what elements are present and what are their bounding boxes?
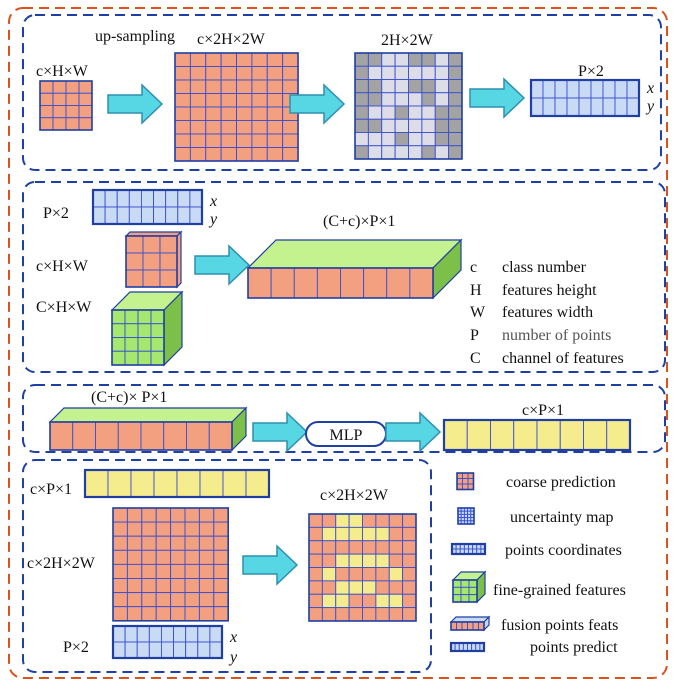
p2-notation-legend: c class number H features height W featu… [470,259,624,367]
p4-output-grid [308,513,417,622]
p1-points-strip [529,78,641,118]
p2-y-label: y [208,211,218,228]
p4-x-label: x [229,629,237,646]
p1-x-label: x [646,80,654,97]
p4-points-label: P×2 [63,639,89,656]
legend-label: uncertainty map [510,509,614,526]
p2-notation-symbol: C [470,350,481,367]
p2-fine-label: C×H×W [36,299,92,316]
p2-notation-symbol: H [470,282,482,299]
p4-coarse-grid [112,507,229,622]
points-predict-icon [449,641,486,653]
p1-y-label: y [645,98,655,115]
p2-points-strip [91,188,204,226]
legend-label: fine-grained features [493,582,626,599]
p2-coarse-cube [124,230,183,289]
p2-fused-label: (C+c)×P×1 [323,213,395,230]
legend-label: points coordinates [505,542,622,559]
p2-coarse-label: c×H×W [36,258,89,275]
p2-notation-symbol: c [470,259,477,276]
mlp-label: MLP [330,427,363,444]
coarse-prediction-icon [456,472,475,491]
p1-uncertainty-label: 2H×2W [381,32,434,49]
p2-x-label: x [209,193,217,210]
p3-arrow-1 [252,412,308,452]
panel-mlp-frame [22,384,666,453]
p1-upsampled-label: c×2H×2W [197,31,266,48]
p1-arrow-3 [469,78,525,118]
mlp-block: MLP [305,421,387,447]
p1-arrow-1 [107,84,163,124]
p2-notation-symbol: W [470,304,486,321]
p1-uncertainty-grid [354,52,463,160]
p2-arrow [194,245,250,285]
p4-predict-label: c×P×1 [30,481,72,498]
fine-grained-features-icon [451,570,487,604]
p2-notation-meaning: features height [502,282,597,299]
p3-input-bar [48,406,248,452]
p2-fine-cube [110,290,184,367]
p1-input-grid [39,80,93,131]
p4-points-strip [111,624,224,660]
p1-input-label: c×H×W [36,63,89,80]
points-coordinates-icon [450,542,487,556]
p3-output-strip [442,418,632,452]
fusion-points-feats-icon [449,615,491,632]
p3-input-label: (C+c)× P×1 [91,389,167,406]
legend-label: points predict [530,639,618,656]
legend-label: coarse prediction [506,474,616,491]
p3-arrow-2 [385,412,441,452]
p1-upsampling-label: up-sampling [95,28,175,45]
p3-output-label: c×P×1 [522,402,564,419]
p2-fused-bar [246,238,463,300]
outer-frame [8,7,668,679]
legend-label: fusion points feats [501,617,618,634]
icon-legend: coarse prediction uncertainty map points… [449,472,626,656]
p2-notation-meaning: number of points [502,327,611,344]
uncertainty-map-icon [457,507,475,525]
p4-output-label: c×2H×2W [320,487,389,504]
p2-notation-symbol: P [470,327,479,344]
panel-upsampling-frame [22,14,662,171]
panel-feature-fusion-frame [22,181,666,373]
p2-notation-meaning: features width [502,304,593,321]
p4-y-label: y [228,649,238,666]
p2-notation-meaning: class number [502,259,587,276]
panel-refinement-frame [22,459,432,673]
p4-coarse-label: c×2H×2W [27,555,96,572]
p1-upsampled-grid [174,52,299,162]
p4-predict-strip [83,468,271,499]
p2-notation-meaning: channel of features [502,350,624,367]
p1-points-label: P×2 [578,63,604,80]
p2-points-label: P×2 [43,205,69,222]
p4-arrow [242,545,298,585]
